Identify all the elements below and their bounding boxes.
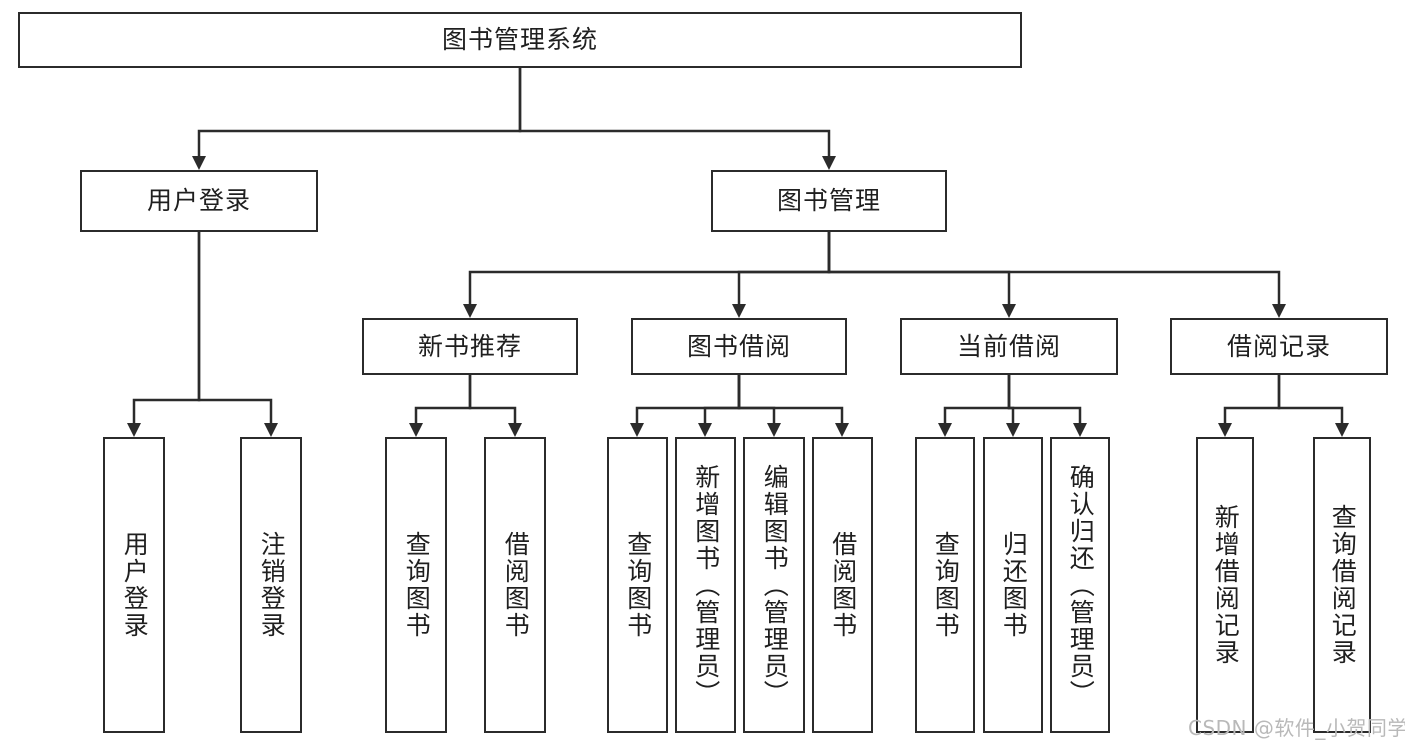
connector-borrow-record-to-leaf-add-borrow-record <box>1218 375 1281 437</box>
node-leaf-query-borrow-record[interactable]: 查询借阅记录 <box>1313 437 1371 733</box>
connector-book-manage-to-current-borrow <box>827 232 1016 318</box>
node-leaf-confirm-return-admin[interactable]: 确认归还（管理员） <box>1050 437 1110 733</box>
arrowhead <box>127 423 141 437</box>
node-label: 查询图书 <box>931 531 961 639</box>
watermark-label: CSDN @软件_小贺同学 <box>1188 716 1405 740</box>
connector-book-borrow-to-leaf-edit-book-admin <box>737 375 781 437</box>
node-label: 新书推荐 <box>417 331 522 361</box>
arrowhead <box>1002 304 1016 318</box>
node-new-book-rec[interactable]: 新书推荐 <box>362 318 578 375</box>
node-label: 图书借阅 <box>686 331 791 361</box>
connector-book-manage-to-new-book-rec <box>463 232 831 318</box>
arrowhead <box>192 156 206 170</box>
arrowhead <box>732 304 746 318</box>
node-label: 借阅图书 <box>501 531 531 639</box>
arrowhead <box>1073 423 1087 437</box>
arrowhead <box>1335 423 1349 437</box>
node-user-login[interactable]: 用户登录 <box>80 170 318 232</box>
node-label: 借阅图书 <box>828 531 858 639</box>
node-label: 注销登录 <box>257 531 287 639</box>
arrowhead <box>698 423 712 437</box>
arrowhead <box>1218 423 1232 437</box>
node-leaf-add-borrow-record[interactable]: 新增借阅记录 <box>1196 437 1254 733</box>
arrowhead <box>409 423 423 437</box>
arrowhead <box>822 156 836 170</box>
connector-current-borrow-to-leaf-return-book <box>1006 375 1020 437</box>
node-leaf-user-logout[interactable]: 注销登录 <box>240 437 302 733</box>
connector-book-manage-to-book-borrow <box>732 232 831 318</box>
connector-new-book-rec-to-leaf-query-book-rec <box>409 375 472 437</box>
node-leaf-borrow-book-rec[interactable]: 借阅图书 <box>484 437 546 733</box>
connector-root-to-user-login <box>192 68 522 170</box>
node-label: 查询图书 <box>623 531 653 639</box>
connector-new-book-rec-to-leaf-borrow-book-rec <box>468 375 522 437</box>
node-label: 查询图书 <box>402 531 432 639</box>
node-leaf-add-book-admin[interactable]: 新增图书（管理员） <box>675 437 736 733</box>
node-label: 新增图书（管理员） <box>691 463 721 707</box>
node-current-borrow[interactable]: 当前借阅 <box>900 318 1118 375</box>
connector-user-login-to-leaf-user-logout <box>197 232 278 437</box>
node-label: 用户登录 <box>120 531 150 639</box>
node-book-manage[interactable]: 图书管理 <box>711 170 947 232</box>
node-label: 当前借阅 <box>956 331 1061 361</box>
node-label: 归还图书 <box>999 531 1029 639</box>
node-label: 确认归还（管理员） <box>1066 463 1096 707</box>
arrowhead <box>835 423 849 437</box>
node-leaf-edit-book-admin[interactable]: 编辑图书（管理员） <box>743 437 805 733</box>
connector-book-manage-to-borrow-record <box>827 232 1286 318</box>
connector-book-borrow-to-leaf-add-book-admin <box>698 375 741 437</box>
arrowhead <box>767 423 781 437</box>
node-leaf-query-book-current[interactable]: 查询图书 <box>915 437 975 733</box>
arrowhead <box>463 304 477 318</box>
node-root[interactable]: 图书管理系统 <box>18 12 1022 68</box>
connector-borrow-record-to-leaf-query-borrow-record <box>1277 375 1349 437</box>
node-leaf-return-book[interactable]: 归还图书 <box>983 437 1043 733</box>
connector-book-borrow-to-leaf-query-book-borrow <box>630 375 741 437</box>
node-label: 图书管理 <box>776 186 881 216</box>
node-leaf-borrow-book[interactable]: 借阅图书 <box>812 437 873 733</box>
connector-current-borrow-to-leaf-confirm-return-admin <box>1007 375 1087 437</box>
arrowhead <box>1006 423 1020 437</box>
connector-book-borrow-to-leaf-borrow-book <box>737 375 849 437</box>
arrowhead <box>1272 304 1286 318</box>
node-leaf-query-book-borrow[interactable]: 查询图书 <box>607 437 668 733</box>
node-label: 图书管理系统 <box>441 25 598 55</box>
arrowhead <box>938 423 952 437</box>
arrowhead <box>264 423 278 437</box>
connector-root-to-book-manage <box>518 68 836 170</box>
connector-current-borrow-to-leaf-query-book-current <box>938 375 1011 437</box>
node-borrow-record[interactable]: 借阅记录 <box>1170 318 1388 375</box>
node-book-borrow[interactable]: 图书借阅 <box>631 318 847 375</box>
node-leaf-query-book-rec[interactable]: 查询图书 <box>385 437 447 733</box>
node-label: 用户登录 <box>146 186 251 216</box>
node-label: 借阅记录 <box>1226 331 1331 361</box>
connector-user-login-to-leaf-user-login <box>127 232 201 437</box>
node-label: 新增借阅记录 <box>1211 504 1241 666</box>
node-leaf-user-login[interactable]: 用户登录 <box>103 437 165 733</box>
node-label: 编辑图书（管理员） <box>760 463 790 707</box>
arrowhead <box>508 423 522 437</box>
arrowhead <box>630 423 644 437</box>
node-label: 查询借阅记录 <box>1328 504 1358 666</box>
